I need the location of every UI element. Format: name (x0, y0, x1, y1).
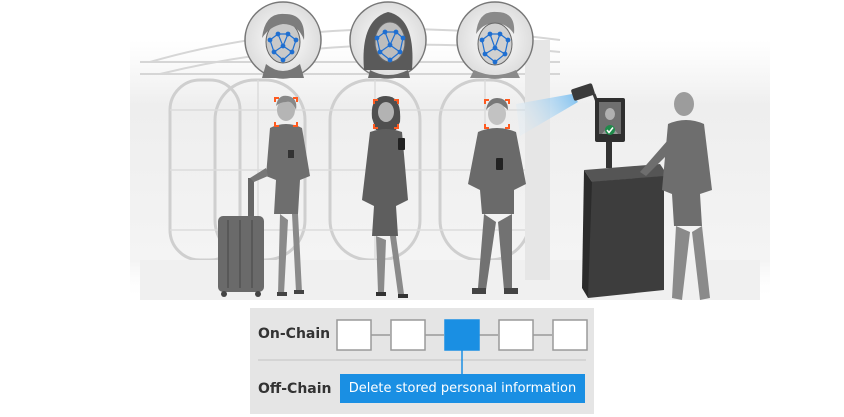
chain-block-3-highlighted (444, 319, 480, 351)
traveler-woman-with-phone (362, 96, 408, 298)
offchain-box-bg (340, 374, 585, 403)
chain-block-4 (498, 319, 534, 351)
on-chain-label: On-Chain (258, 326, 331, 342)
traveler-man-with-phone (468, 98, 526, 294)
traveler-woman-with-suitcase (218, 95, 310, 297)
chain-block-2 (390, 319, 426, 351)
face-scan-woman-icon (244, 1, 322, 79)
offchain-delete-text: Delete stored personal information (348, 381, 577, 396)
chain-block-1 (336, 319, 372, 351)
camera-scan-beam (516, 94, 578, 136)
chain-block-5 (552, 319, 588, 351)
chain-panel (250, 308, 594, 414)
checkmark-icon (605, 125, 615, 135)
face-scan-man-icon (456, 1, 534, 79)
face-detection-markers (274, 97, 510, 129)
officer-at-kiosk (640, 92, 712, 300)
face-scan-woman-long-hair-icon (349, 1, 427, 79)
off-chain-label: Off-Chain (258, 381, 332, 397)
